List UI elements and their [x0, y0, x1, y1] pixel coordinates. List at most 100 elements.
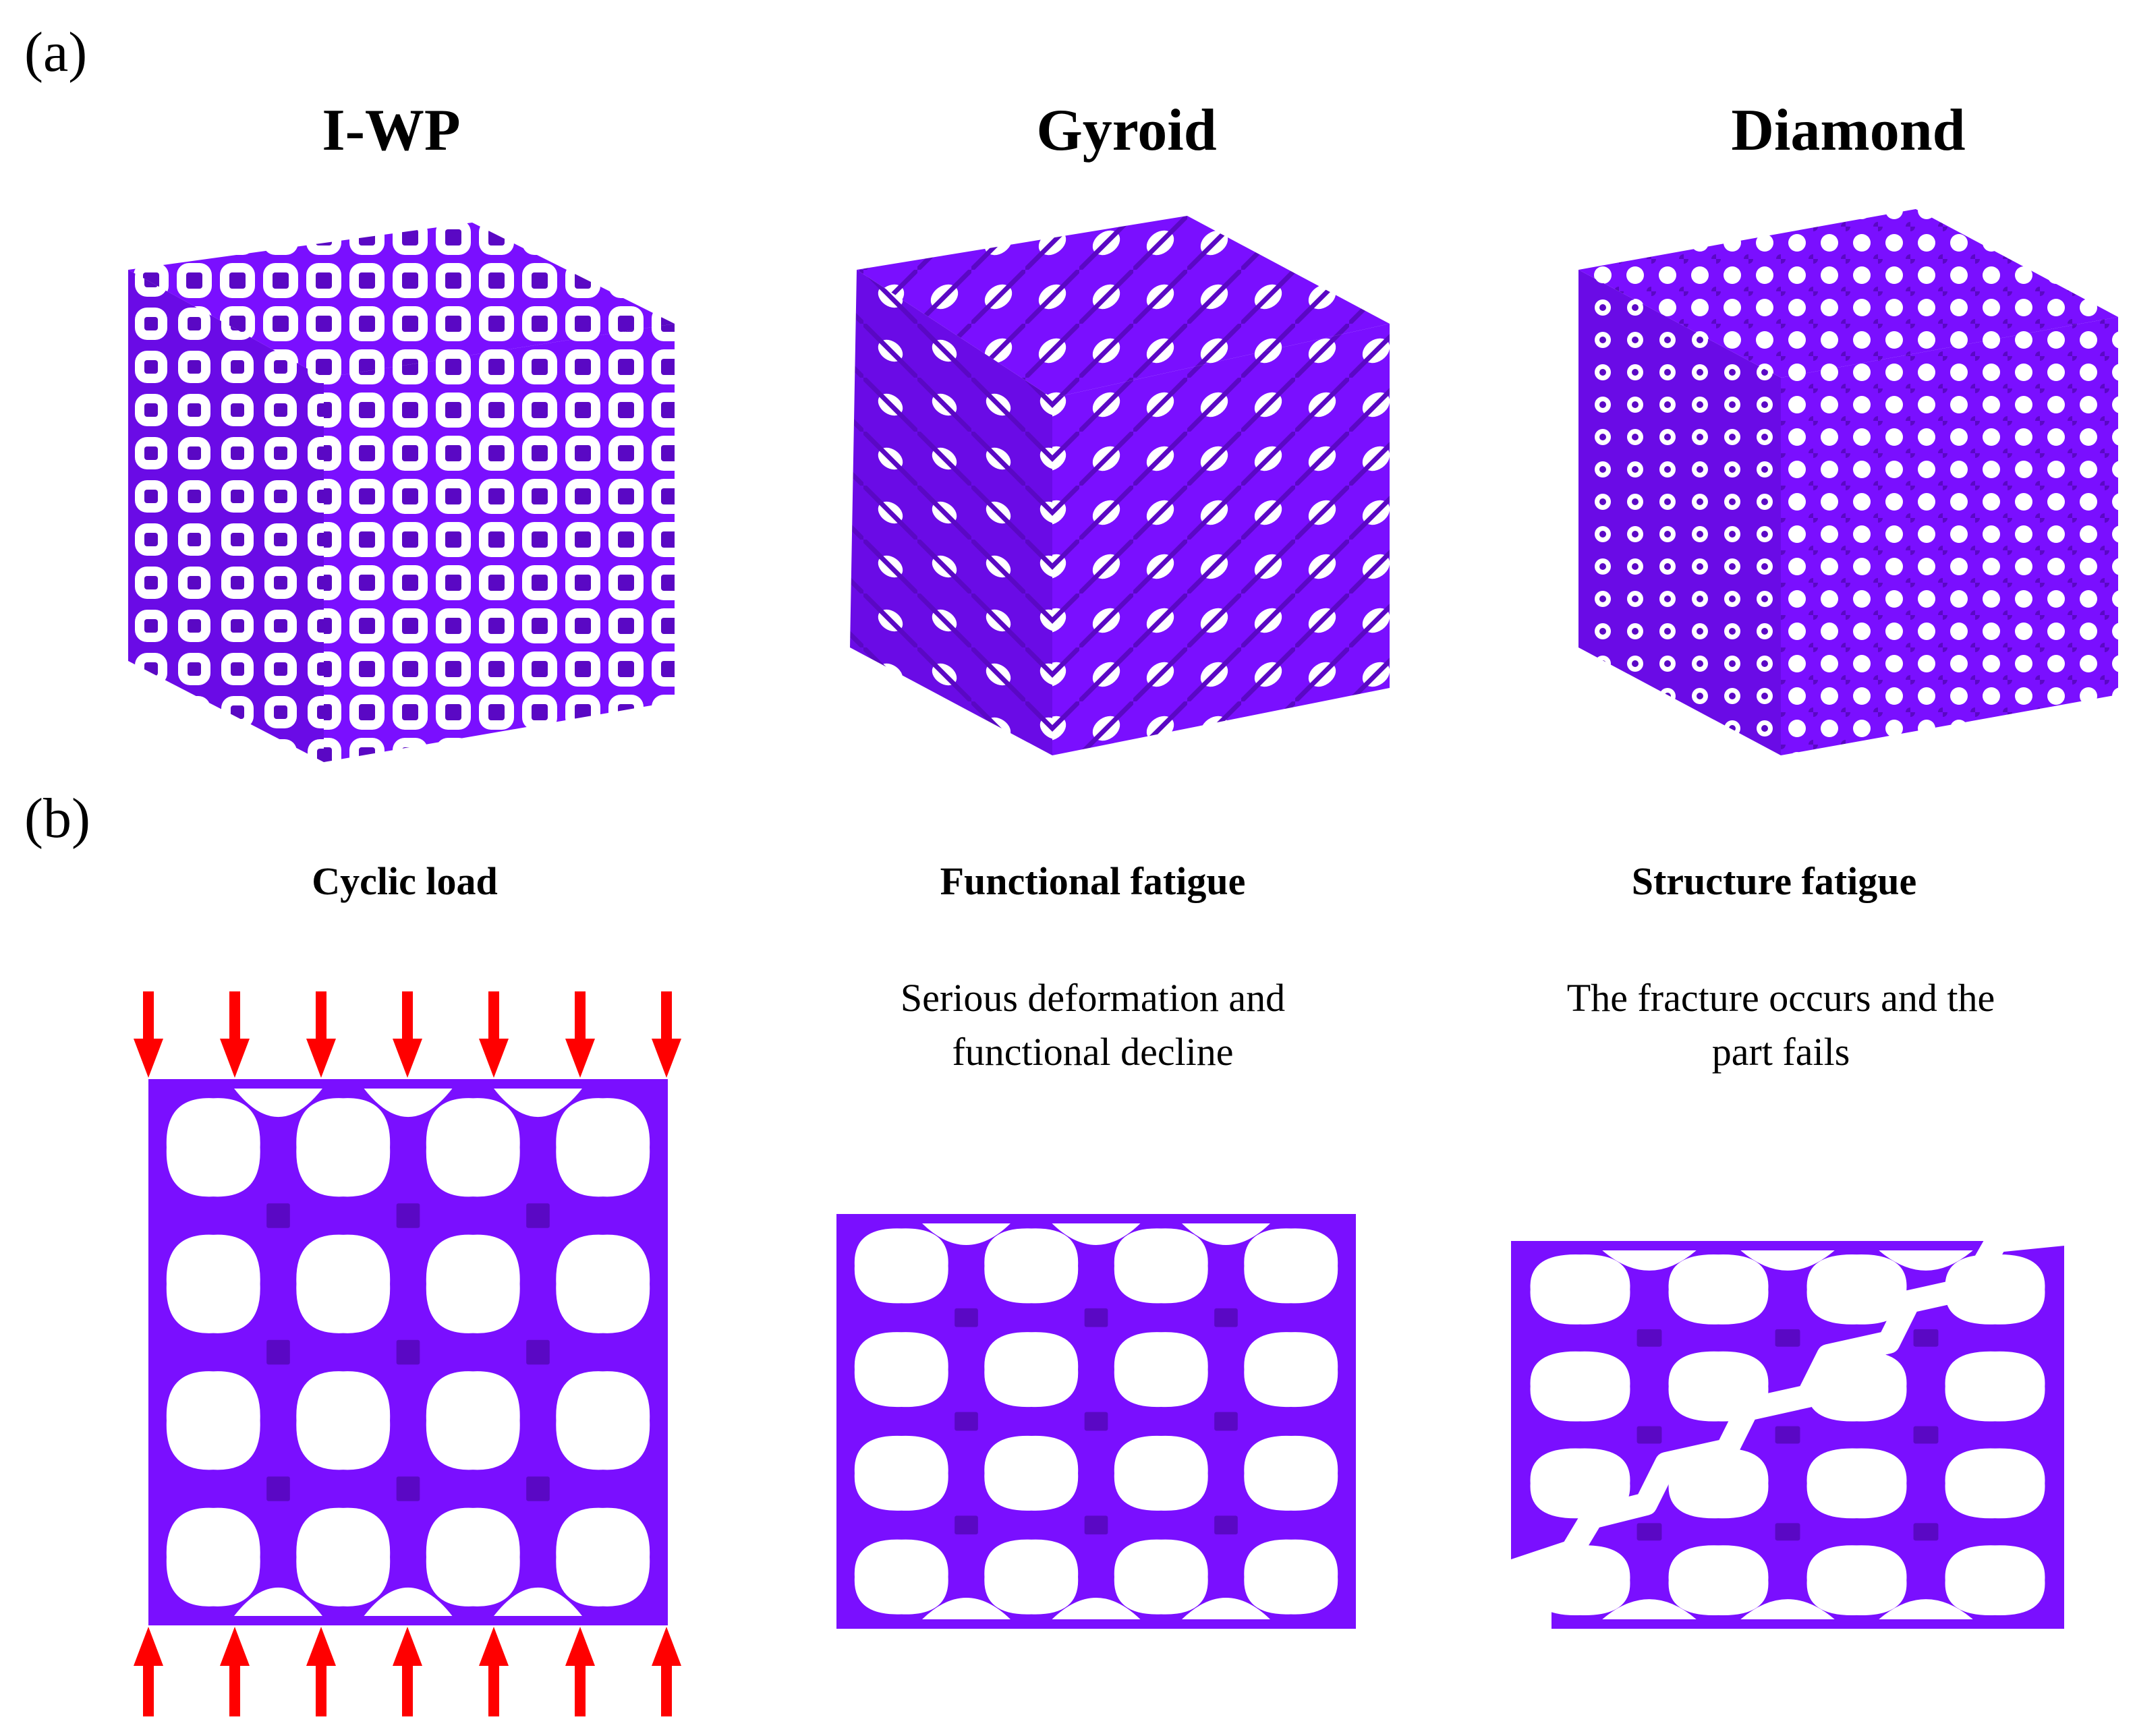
load-arrow-up-5-shaft — [488, 1666, 499, 1716]
functional-edge-hole-top — [922, 1223, 1010, 1245]
structure-hole — [1806, 1545, 1907, 1615]
functional-edge-hole-top — [1052, 1223, 1141, 1245]
functional-edge-hole-top — [1182, 1223, 1270, 1245]
cyclic-hole — [556, 1371, 650, 1470]
cyclic-hole — [166, 1098, 260, 1197]
functional-hole — [1114, 1332, 1208, 1408]
cyclic-node — [396, 1339, 420, 1365]
functional-node — [1214, 1515, 1238, 1535]
structure-hole — [1806, 1448, 1907, 1519]
cube-gyroid — [850, 216, 1390, 755]
functional-node — [955, 1515, 978, 1535]
functional-hole — [854, 1539, 948, 1615]
load-arrow-down-5-shaft — [488, 991, 499, 1039]
load-arrow-down-4-shaft — [402, 991, 413, 1039]
cyclic-edge-hole-top — [364, 1089, 453, 1118]
stage-title-structure-fatigue: Structure fatigue — [1631, 859, 1917, 903]
load-arrow-down-5-head — [479, 1039, 509, 1078]
cyclic-hole — [296, 1371, 391, 1470]
cube-iwp-front — [128, 270, 324, 762]
load-arrow-down-1-shaft — [143, 991, 154, 1039]
cyclic-edge-hole-top — [234, 1089, 322, 1118]
cyclic-edge-hole-bottom — [494, 1587, 582, 1616]
cyclic-edge-hole-bottom — [234, 1587, 322, 1616]
cyclic-hole — [426, 1098, 520, 1197]
cyclic-hole — [296, 1507, 391, 1607]
functional-hole — [1114, 1539, 1208, 1615]
cyclic-node — [526, 1476, 550, 1501]
structure-hole — [1668, 1545, 1769, 1615]
cyclic-node — [266, 1339, 290, 1365]
functional-hole — [854, 1332, 948, 1408]
fracture-crack-line — [1507, 1223, 2066, 1583]
functional-edge-hole-bottom — [922, 1598, 1010, 1619]
structure-hole — [1668, 1254, 1769, 1325]
cyclic-hole — [426, 1371, 520, 1470]
cyclic-node — [526, 1203, 550, 1228]
load-arrow-up-4-shaft — [402, 1666, 413, 1716]
cyclic-hole — [166, 1507, 260, 1607]
cyclic-edge-hole-top — [494, 1089, 582, 1118]
structure-node — [1636, 1523, 1662, 1541]
panel-b-label: (b) — [24, 787, 90, 850]
cyclic-hole — [426, 1234, 520, 1333]
cube-gyroid-front — [850, 270, 1052, 755]
structure-hole — [1530, 1351, 1630, 1422]
cyclic-hole — [556, 1098, 650, 1197]
stage-desc-functional-line1: Serious deformation and — [900, 976, 1286, 1020]
cyclic-hole — [426, 1507, 520, 1607]
fracture-gap-top-right — [2030, 1207, 2071, 1241]
load-arrow-down-2-head — [220, 1039, 250, 1078]
cube-diamond-top — [1578, 209, 2118, 378]
structure-hole — [1806, 1254, 1907, 1325]
structure-node — [1636, 1329, 1662, 1347]
functional-hole — [1114, 1228, 1208, 1304]
arrows-top-group — [134, 991, 681, 1078]
stage-desc-structure-line1: The fracture occurs and the — [1566, 976, 1995, 1020]
load-arrow-up-5-head — [479, 1627, 509, 1666]
structure-node — [1636, 1426, 1662, 1444]
load-arrow-up-3-head — [306, 1627, 336, 1666]
functional-hole — [854, 1228, 948, 1304]
cyclic-edge-hole-bottom — [364, 1587, 453, 1616]
structure-hole — [1530, 1448, 1630, 1519]
structure-node — [1913, 1523, 1939, 1541]
load-arrow-up-1-head — [134, 1627, 163, 1666]
functional-hole — [1244, 1435, 1338, 1511]
structure-edge-hole-bottom — [1879, 1599, 1973, 1619]
cube-title-diamond: Diamond — [1731, 98, 1966, 163]
specimen-cyclic-load — [148, 1079, 668, 1625]
cyclic-node — [396, 1476, 420, 1501]
structure-node — [1775, 1426, 1800, 1444]
load-arrow-down-4-head — [393, 1039, 422, 1078]
cube-diamond-right — [1781, 317, 2118, 755]
panel-a-label: (a) — [24, 21, 88, 84]
arrows-bottom-group — [134, 1627, 681, 1716]
load-arrow-up-1-shaft — [143, 1666, 154, 1716]
cube-iwp — [128, 223, 675, 762]
functional-node — [955, 1308, 978, 1327]
stage-desc-structure-fatigue: The fracture occurs and the part fails — [1464, 971, 2098, 1079]
functional-hole — [984, 1539, 1079, 1615]
stage-title-functional-fatigue: Functional fatigue — [940, 859, 1246, 903]
functional-hole — [984, 1228, 1079, 1304]
structure-hole — [1945, 1351, 2045, 1422]
cyclic-hole — [556, 1234, 650, 1333]
load-arrow-down-3-shaft — [316, 991, 326, 1039]
structure-edge-hole-bottom — [1740, 1599, 1835, 1619]
structure-hole — [1945, 1545, 2045, 1615]
functional-node — [1214, 1412, 1238, 1431]
functional-node — [1084, 1515, 1108, 1535]
functional-node — [1084, 1412, 1108, 1431]
structure-edge-hole-top — [1602, 1250, 1697, 1271]
cyclic-hole — [556, 1507, 650, 1607]
cyclic-hole — [166, 1234, 260, 1333]
load-arrow-up-3-shaft — [316, 1666, 326, 1716]
cyclic-hole — [296, 1098, 391, 1197]
functional-node — [955, 1412, 978, 1431]
functional-node — [1214, 1308, 1238, 1327]
load-arrow-up-4-head — [393, 1627, 422, 1666]
cube-iwp-right — [324, 324, 675, 762]
load-arrow-down-6-shaft — [575, 991, 586, 1039]
